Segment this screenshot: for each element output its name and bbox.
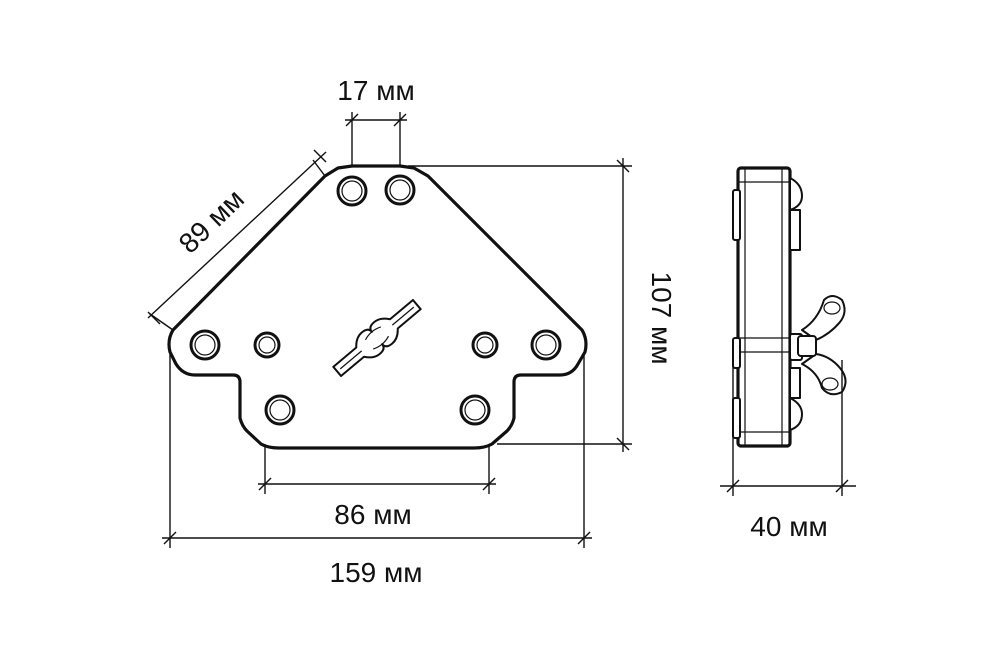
- hole: [336, 175, 368, 207]
- dimension-top-width: 17 мм: [337, 75, 415, 165]
- dimension-label-17: 17 мм: [337, 75, 414, 106]
- dimension-inner-width: 86 мм: [258, 444, 496, 530]
- dimension-thickness: 40 мм: [720, 360, 856, 542]
- hole: [384, 174, 416, 206]
- hole: [264, 394, 296, 426]
- dimension-total-width: 159 мм: [162, 352, 592, 588]
- dimension-label-159: 159 мм: [330, 557, 423, 588]
- hole: [189, 329, 221, 361]
- hole: [459, 394, 491, 426]
- plate-outline: [167, 164, 588, 450]
- hole: [471, 331, 499, 359]
- dimension-height: 107 мм: [408, 158, 677, 452]
- side-view: [732, 166, 847, 448]
- hole: [253, 331, 281, 359]
- front-view: [167, 164, 588, 450]
- switch-slot: [332, 298, 422, 378]
- dimension-label-86: 86 мм: [334, 499, 411, 530]
- side-body: [736, 166, 792, 448]
- dimension-label-89: 89 мм: [173, 183, 250, 259]
- wing-nut: [789, 295, 847, 396]
- hole: [530, 329, 562, 361]
- dimension-label-40: 40 мм: [750, 511, 827, 542]
- dimension-label-107: 107 мм: [646, 272, 677, 365]
